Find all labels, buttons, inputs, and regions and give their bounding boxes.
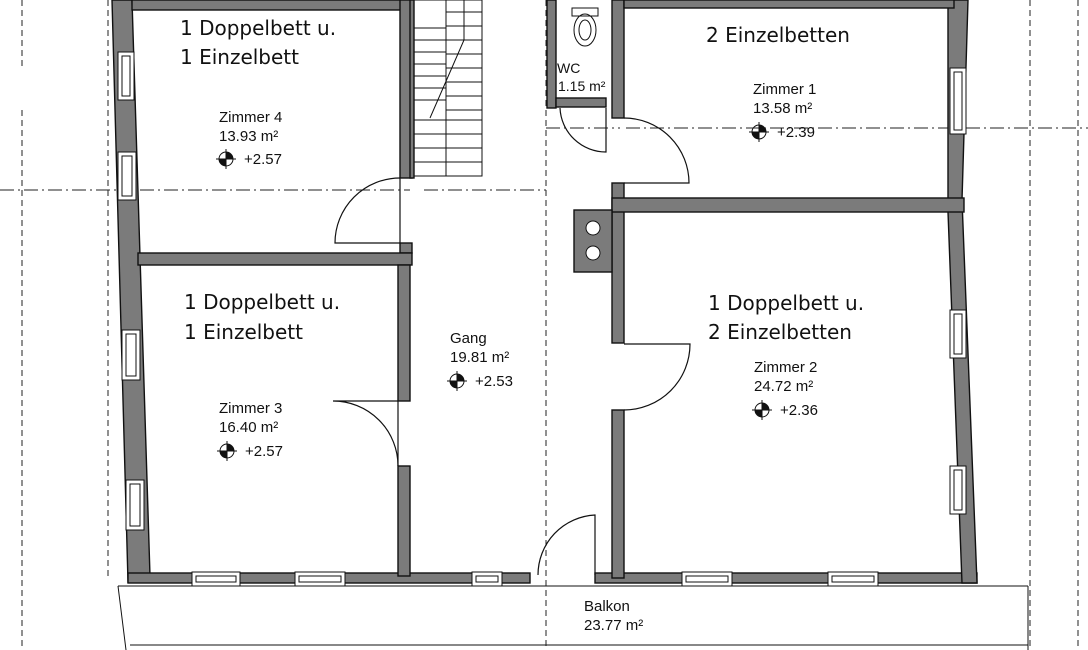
staircase — [413, 0, 483, 177]
room-beds-line2: 1 Einzelbett — [184, 320, 303, 344]
room-beds-line1: 1 Doppelbett u. — [184, 290, 340, 314]
room-level: +2.53 — [475, 373, 513, 390]
level-marker-icon — [447, 371, 467, 391]
room-zimmer2: 1 Doppelbett u. 2 Einzelbetten Zimmer 2 … — [708, 291, 864, 419]
roof-outline-lines — [21, 0, 1079, 650]
room-area: 13.58 m² — [753, 100, 812, 117]
room-name: Balkon — [584, 598, 630, 615]
room-area: 24.72 m² — [754, 378, 813, 395]
windows — [117, 51, 967, 587]
room-area: 13.93 m² — [219, 128, 278, 145]
level-marker-icon — [752, 400, 772, 420]
room-beds-line2: 1 Einzelbett — [180, 45, 299, 69]
room-beds-line1: 2 Einzelbetten — [706, 23, 850, 47]
room-zimmer1: 2 Einzelbetten Zimmer 1 13.58 m² +2.39 — [706, 23, 850, 141]
level-marker-icon — [216, 149, 236, 169]
room-area: 19.81 m² — [450, 349, 509, 366]
toilet — [571, 7, 599, 47]
level-marker-icon — [749, 122, 769, 142]
chimney — [585, 220, 601, 261]
room-gang: Gang 19.81 m² +2.53 — [450, 330, 513, 390]
balcony-outline — [117, 585, 1029, 650]
room-name: WC — [557, 60, 580, 76]
room-area: 16.40 m² — [219, 419, 278, 436]
room-name: Zimmer 1 — [753, 81, 816, 98]
axis-lines — [0, 127, 1088, 191]
level-markers — [216, 122, 772, 461]
room-level: +2.36 — [780, 402, 818, 419]
room-name: Zimmer 2 — [754, 359, 817, 376]
level-marker-icon — [217, 441, 237, 461]
room-level: +2.39 — [777, 124, 815, 141]
room-level: +2.57 — [245, 443, 283, 460]
room-name: Zimmer 3 — [219, 400, 282, 417]
room-balkon: Balkon 23.77 m² — [584, 598, 643, 634]
room-zimmer3: 1 Doppelbett u. 1 Einzelbett Zimmer 3 16… — [184, 290, 340, 460]
room-area: 23.77 m² — [584, 617, 643, 634]
room-beds-line2: 2 Einzelbetten — [708, 320, 852, 344]
doors — [332, 107, 691, 576]
room-beds-line1: 1 Doppelbett u. — [180, 16, 336, 40]
room-name: Zimmer 4 — [219, 109, 282, 126]
room-name: Gang — [450, 330, 487, 347]
room-wc: WC 1.15 m² — [557, 60, 606, 94]
room-zimmer4: 1 Doppelbett u. 1 Einzelbett Zimmer 4 13… — [180, 16, 336, 168]
room-beds-line1: 1 Doppelbett u. — [708, 291, 864, 315]
room-level: +2.57 — [244, 151, 282, 168]
room-area: 1.15 m² — [558, 78, 606, 94]
